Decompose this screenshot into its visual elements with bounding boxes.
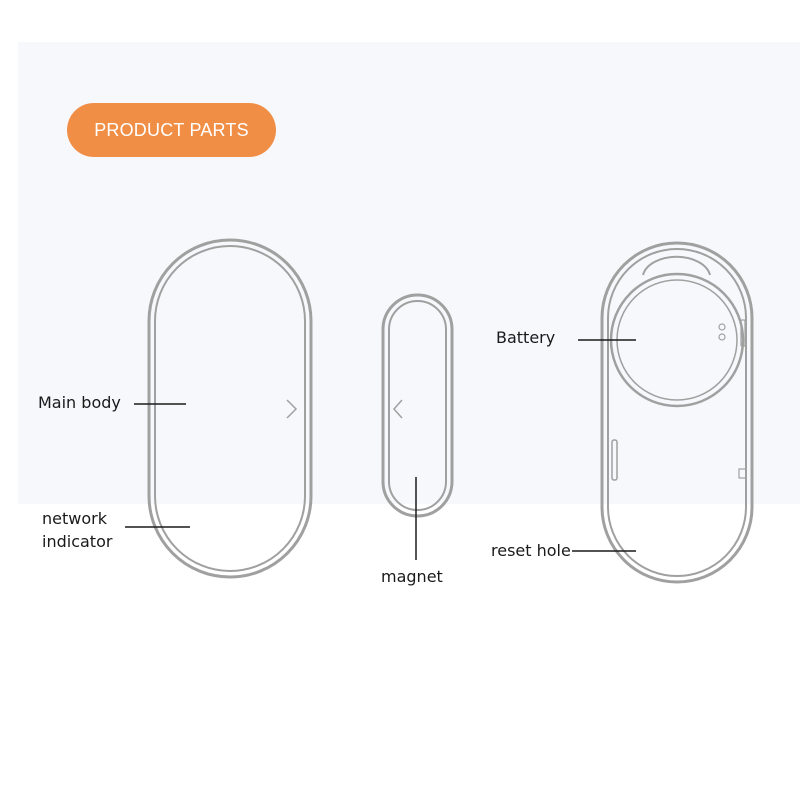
magnet-inner-outline xyxy=(388,300,447,511)
label-magnet: magnet xyxy=(381,567,443,586)
reset-hole-marker xyxy=(738,468,747,479)
main-body-chevron-right-icon xyxy=(286,399,298,419)
label-network-indicator-line1: network xyxy=(42,509,107,528)
section-title: PRODUCT PARTS xyxy=(94,119,249,140)
magnet-device xyxy=(381,293,454,518)
label-reset-hole: reset hole xyxy=(491,541,571,560)
battery-contact-dot-top xyxy=(718,323,726,331)
back-view-inner-outline xyxy=(607,248,747,577)
battery-contact-dot-bottom xyxy=(718,333,726,341)
main-body-inner-outline xyxy=(154,245,306,572)
label-main-body: Main body xyxy=(38,393,121,412)
magnet-chevron-left-icon xyxy=(392,399,403,419)
label-battery: Battery xyxy=(496,328,556,347)
back-view-outer-outline xyxy=(600,241,754,584)
leader-lines xyxy=(125,339,636,560)
back-view-device xyxy=(600,241,754,584)
label-network-indicator-line2: indicator xyxy=(42,532,113,551)
label-network-indicator: network indicator xyxy=(42,507,112,553)
battery-tab xyxy=(642,255,711,276)
main-body-outer-outline xyxy=(147,238,313,579)
magnet-outer-outline xyxy=(381,293,454,518)
side-slot-right xyxy=(740,319,746,347)
main-body-device xyxy=(147,238,313,579)
side-slot-left xyxy=(611,439,618,481)
section-title-badge: PRODUCT PARTS xyxy=(67,103,276,157)
